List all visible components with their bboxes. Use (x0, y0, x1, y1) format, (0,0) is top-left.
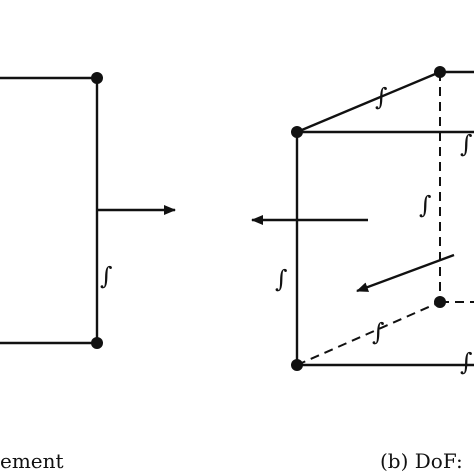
cube-bottom-left-edge-hidden (296, 301, 441, 366)
caption-right: (b) DoF: (380, 449, 463, 473)
cube-normal-arrow-diagonal (356, 253, 455, 293)
cube-bottom-hidden-integral: ∫ (372, 318, 385, 346)
cube-element: ∫ ∫ ∫ ∫ ∫ ∫ (251, 66, 474, 376)
cube-top-edge-integral: ∫ (375, 83, 388, 111)
cube-node-top-front (291, 126, 303, 138)
cube-front-left-integral: ∫ (275, 265, 288, 293)
square-node-bottom-right (91, 337, 103, 349)
cube-top-left-edge (296, 70, 441, 134)
caption-left: ement (0, 449, 64, 473)
cube-node-bottom-front (291, 359, 303, 371)
square-node-top-right (91, 72, 103, 84)
cube-front-top-integral: ∫ (460, 130, 473, 158)
cube-front-bottom-integral: ∫ (460, 348, 473, 376)
cube-back-left-integral: ∫ (419, 191, 432, 219)
cube-node-top-back (434, 66, 446, 78)
square-edge-integral: ∫ (100, 262, 113, 290)
square-element: ∫ (0, 72, 176, 349)
cube-node-bottom-back (434, 296, 446, 308)
